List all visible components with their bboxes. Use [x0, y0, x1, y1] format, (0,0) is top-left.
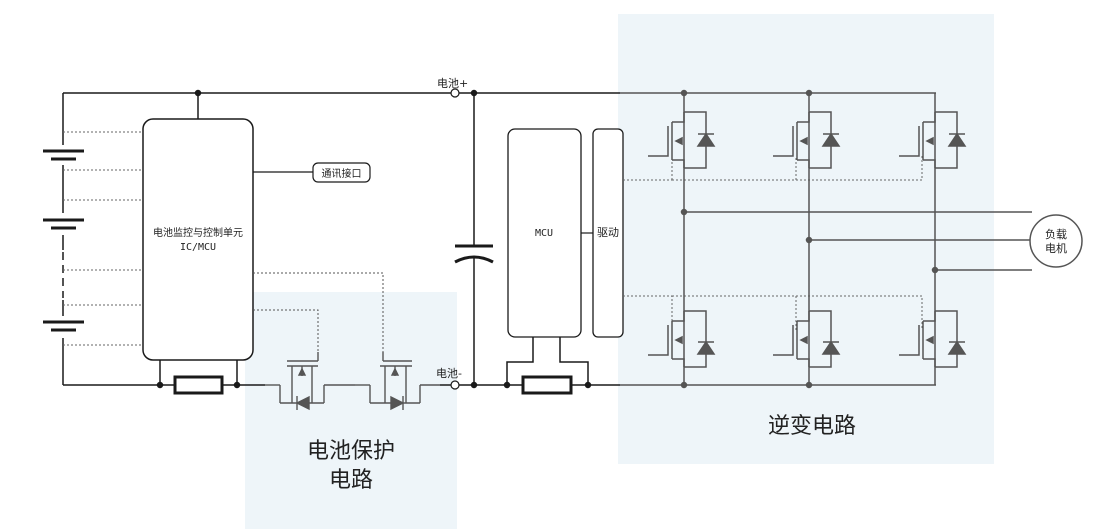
inverter-zone-title: 逆变电路 — [768, 414, 856, 439]
positive-rail — [63, 89, 620, 120]
bms-sublabel: IC/MCU — [180, 242, 216, 253]
bms-shunt-wires — [159, 360, 238, 385]
protection-zone-subtitle: 电路 — [329, 468, 373, 493]
dc-link-capacitor — [454, 93, 494, 385]
battery-minus-terminal — [450, 380, 460, 390]
switch-b-low — [773, 310, 841, 368]
shunt-resistor-right — [521, 375, 573, 395]
load-motor-sublabel: 电机 — [1045, 241, 1067, 255]
bms-gate-lines — [253, 272, 384, 352]
gate-drive-lines — [623, 156, 923, 330]
protection-zone-title: 电池保护 — [307, 439, 395, 464]
battery-plus-label: 电池+ — [437, 77, 468, 90]
mcu-label: MCU — [535, 228, 553, 239]
comm-interface-label: 通讯接口 — [322, 167, 362, 180]
igbt-switches — [648, 111, 967, 368]
switch-c-low — [899, 310, 967, 368]
driver-label: 驱动 — [597, 226, 619, 239]
protection-zone — [245, 292, 457, 529]
switch-a-low — [648, 310, 716, 368]
battery-plus-terminal — [450, 88, 460, 98]
protection-mosfet-1 — [265, 352, 355, 411]
driver-block — [592, 128, 624, 338]
switch-c-high — [899, 111, 967, 169]
comm-interface-box — [312, 162, 371, 183]
bms-label: 电池监控与控制单元 — [153, 226, 243, 239]
mcu-shunt-wires — [506, 337, 589, 385]
switch-b-high — [773, 111, 841, 169]
sense-lines — [63, 131, 143, 346]
load-motor — [1029, 214, 1083, 268]
load-motor-label: 负载 — [1045, 227, 1067, 241]
battery-stack — [40, 93, 90, 385]
protection-mosfet-2 — [355, 352, 440, 411]
inverter-legs — [680, 89, 1032, 389]
shunt-resistor-left — [173, 375, 224, 395]
battery-minus-label: 电池- — [436, 367, 462, 380]
bms-block — [142, 118, 254, 361]
switch-a-high — [648, 111, 716, 169]
